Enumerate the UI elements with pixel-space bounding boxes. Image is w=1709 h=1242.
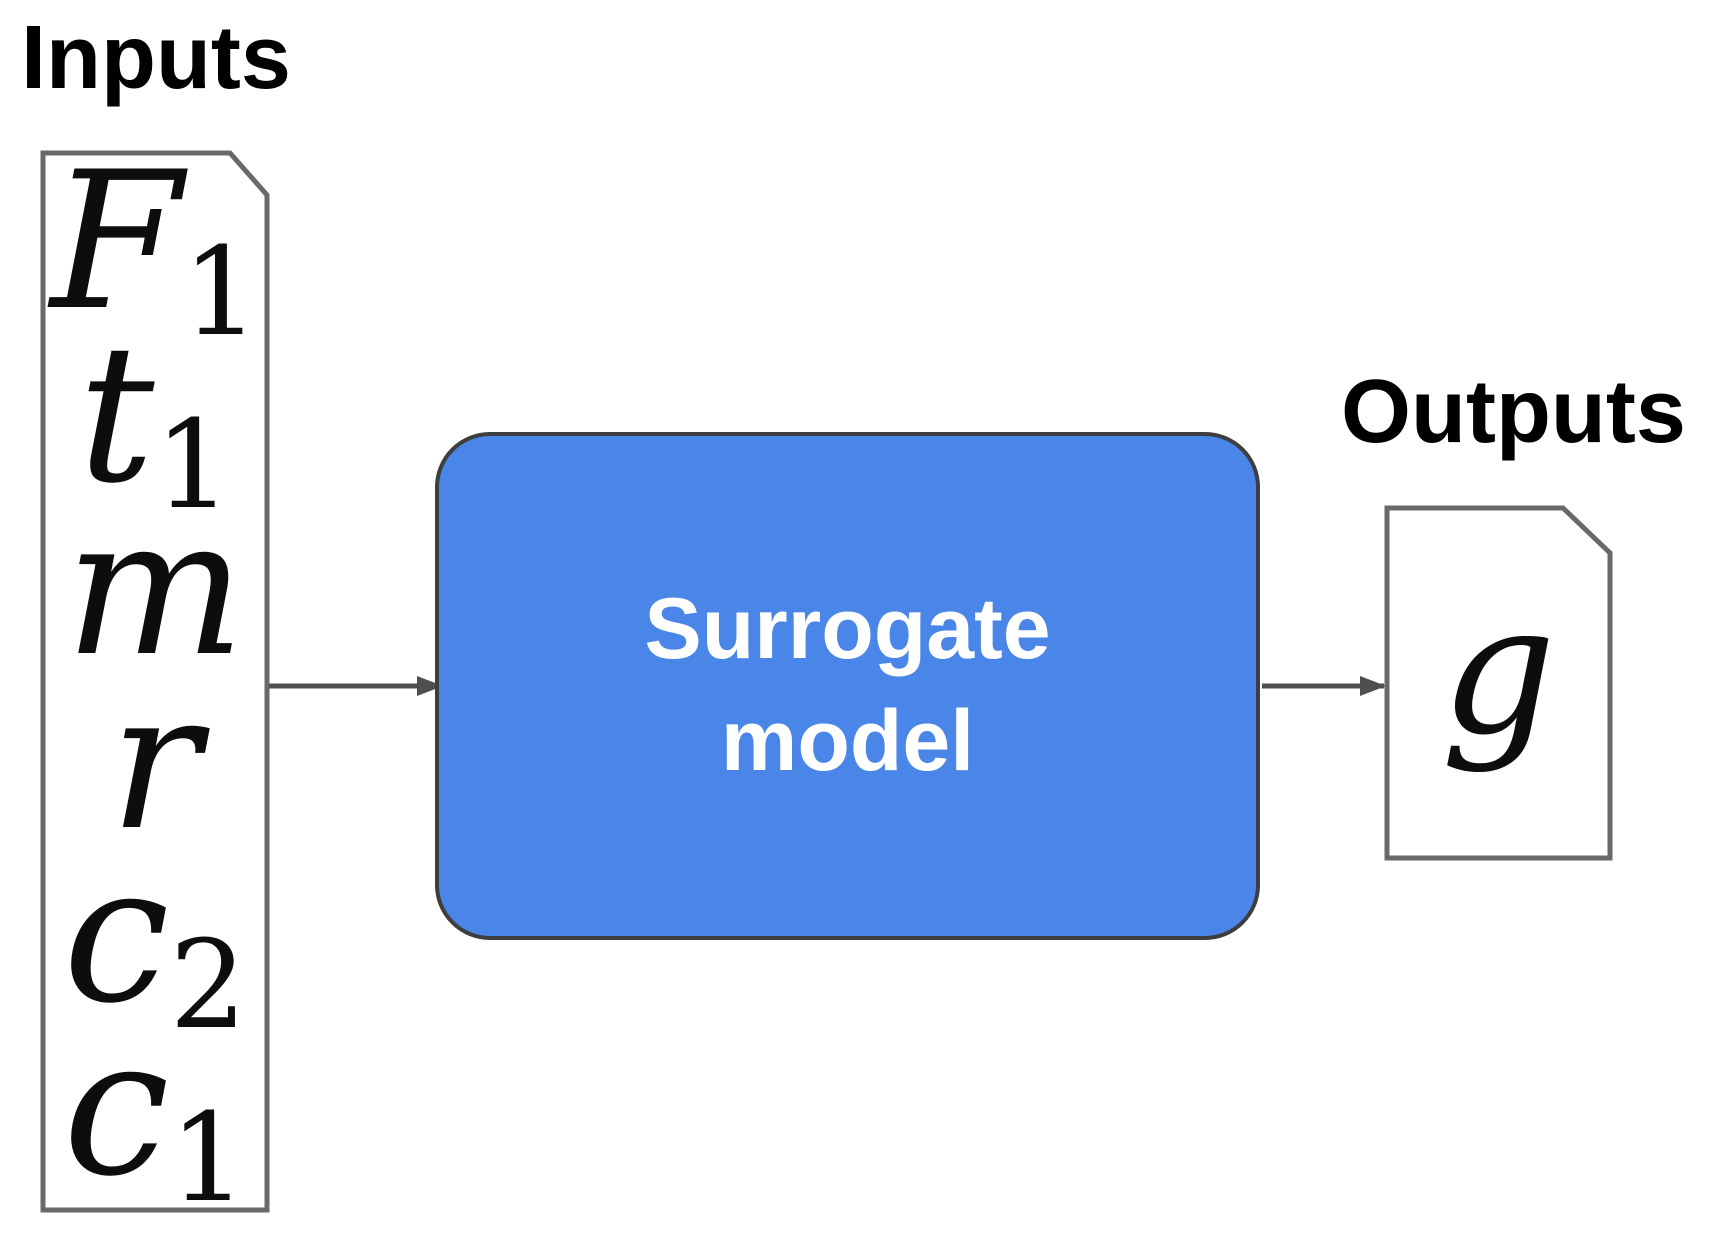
symbol-base: g [1440, 565, 1557, 775]
symbol-subscript: 1 [169, 1086, 247, 1229]
surrogate-model-label: Surrogate model [644, 581, 1051, 789]
output-document [1384, 505, 1613, 861]
input-symbol: F1 [50, 146, 259, 352]
input-symbol: m [65, 493, 245, 683]
output-symbols-list: g [1390, 511, 1607, 855]
input-symbol: t1 [78, 319, 232, 525]
symbol-subscript: 2 [169, 913, 247, 1056]
symbol-base: F [50, 130, 183, 352]
symbol-base: r [109, 650, 201, 872]
symbol-subscript: 1 [182, 220, 260, 363]
input-symbol: c2 [63, 839, 247, 1045]
input-symbol: r [110, 666, 201, 856]
symbol-subscript: 1 [154, 393, 232, 536]
symbol-base: t [78, 303, 155, 525]
input-document [40, 150, 270, 1213]
inputs-label: Inputs [21, 8, 291, 108]
symbol-base: m [64, 477, 246, 699]
outputs-label: Outputs [1341, 362, 1686, 462]
input-symbol: c1 [63, 1013, 247, 1219]
symbol-base: c [63, 823, 170, 1045]
input-symbols-list: F1 t1 m r c2 c1 [46, 146, 264, 1219]
symbol-base: c [63, 997, 170, 1219]
output-symbol: g [1441, 580, 1556, 760]
surrogate-model-box: Surrogate model [435, 432, 1260, 940]
